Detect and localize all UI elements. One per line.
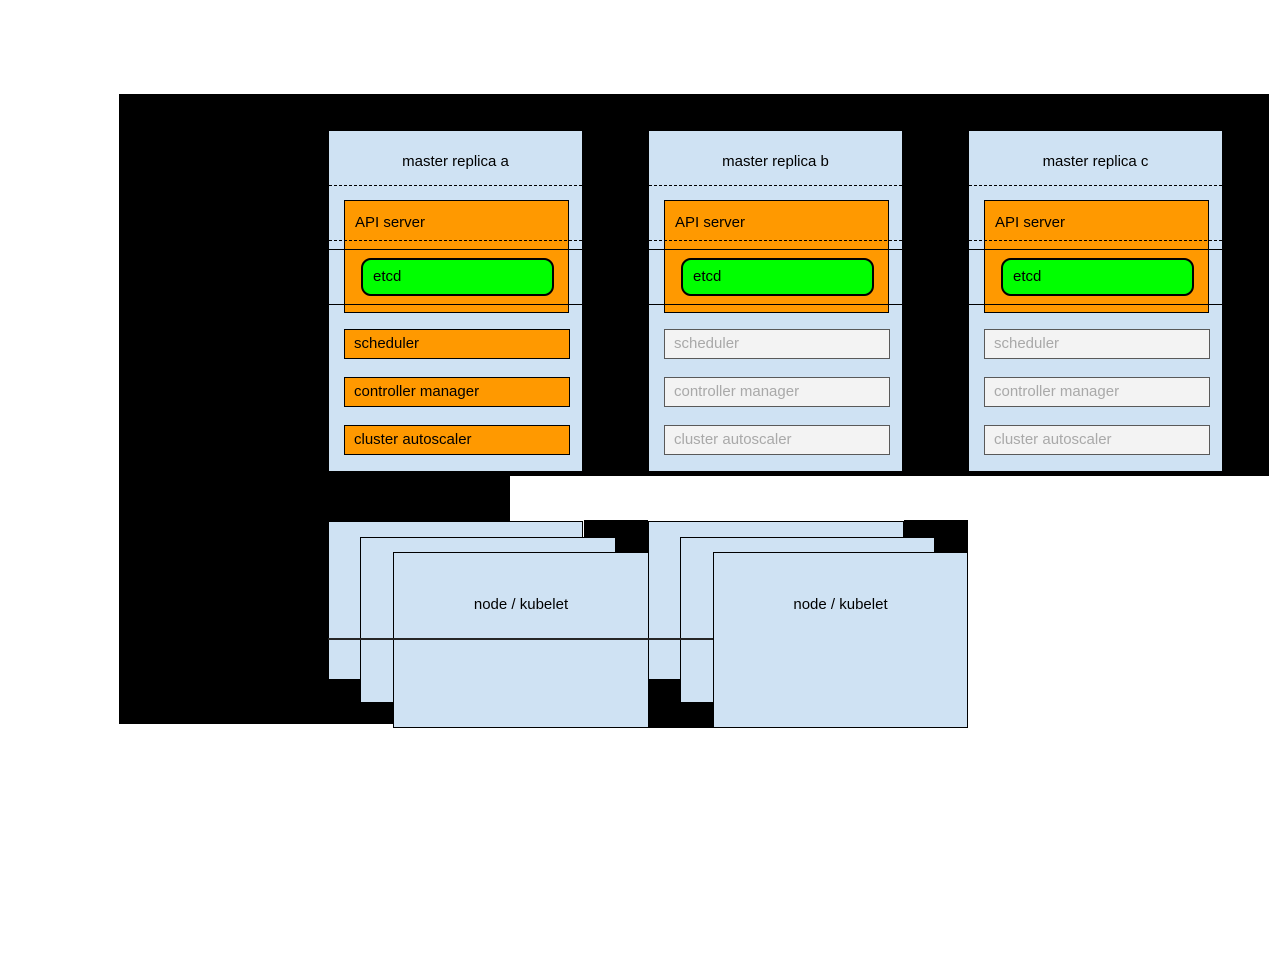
etcd-box: etcd	[361, 258, 554, 296]
controller-manager-box: controller manager	[664, 377, 890, 407]
etcd-label: etcd	[693, 268, 722, 285]
cluster-autoscaler-box: cluster autoscaler	[664, 425, 890, 455]
cluster-autoscaler-box: cluster autoscaler	[984, 425, 1210, 455]
etcd-box: etcd	[681, 258, 874, 296]
solid-divider-line	[329, 249, 582, 250]
api-server-label: API server	[355, 214, 426, 231]
node-kubelet-label: node / kubelet	[793, 596, 888, 613]
etcd-box: etcd	[1001, 258, 1194, 296]
master-replica-b-title: master replica b	[722, 153, 829, 170]
master-replica-b-box: master replica b API server etcd schedul…	[648, 130, 903, 472]
scheduler-box: scheduler	[344, 329, 570, 359]
dashed-divider-line	[969, 240, 1222, 241]
master-replica-c-box: master replica c API server etcd schedul…	[968, 130, 1223, 472]
dashed-divider-line	[649, 240, 902, 241]
solid-divider-line	[969, 304, 1222, 305]
solid-divider-line	[649, 304, 902, 305]
dashed-divider-line	[329, 185, 582, 186]
dashed-divider-line	[969, 185, 1222, 186]
dashed-divider-line	[329, 240, 582, 241]
node-kubelet-label: node / kubelet	[473, 596, 569, 613]
etcd-label: etcd	[373, 268, 402, 285]
cluster-autoscaler-box: cluster autoscaler	[344, 425, 570, 455]
solid-divider-line	[649, 249, 902, 250]
master-replica-c-title: master replica c	[1042, 153, 1149, 170]
api-server-label: API server	[675, 214, 746, 231]
node-divider-line	[328, 638, 713, 640]
api-server-box: API server etcd	[664, 200, 889, 313]
scheduler-box: scheduler	[984, 329, 1210, 359]
node-box-front: node / kubelet	[393, 552, 649, 728]
api-server-box: API server etcd	[344, 200, 569, 313]
master-replica-a-title: master replica a	[402, 153, 509, 170]
etcd-label: etcd	[1013, 268, 1042, 285]
controller-manager-box: controller manager	[984, 377, 1210, 407]
master-replica-a-box: master replica a API server etcd schedul…	[328, 130, 583, 472]
controller-manager-box: controller manager	[344, 377, 570, 407]
node-box-front: node / kubelet	[713, 552, 968, 728]
dashed-divider-line	[649, 185, 902, 186]
solid-divider-line	[329, 304, 582, 305]
scheduler-box: scheduler	[664, 329, 890, 359]
solid-divider-line	[969, 249, 1222, 250]
api-server-label: API server	[995, 214, 1066, 231]
api-server-box: API server etcd	[984, 200, 1209, 313]
